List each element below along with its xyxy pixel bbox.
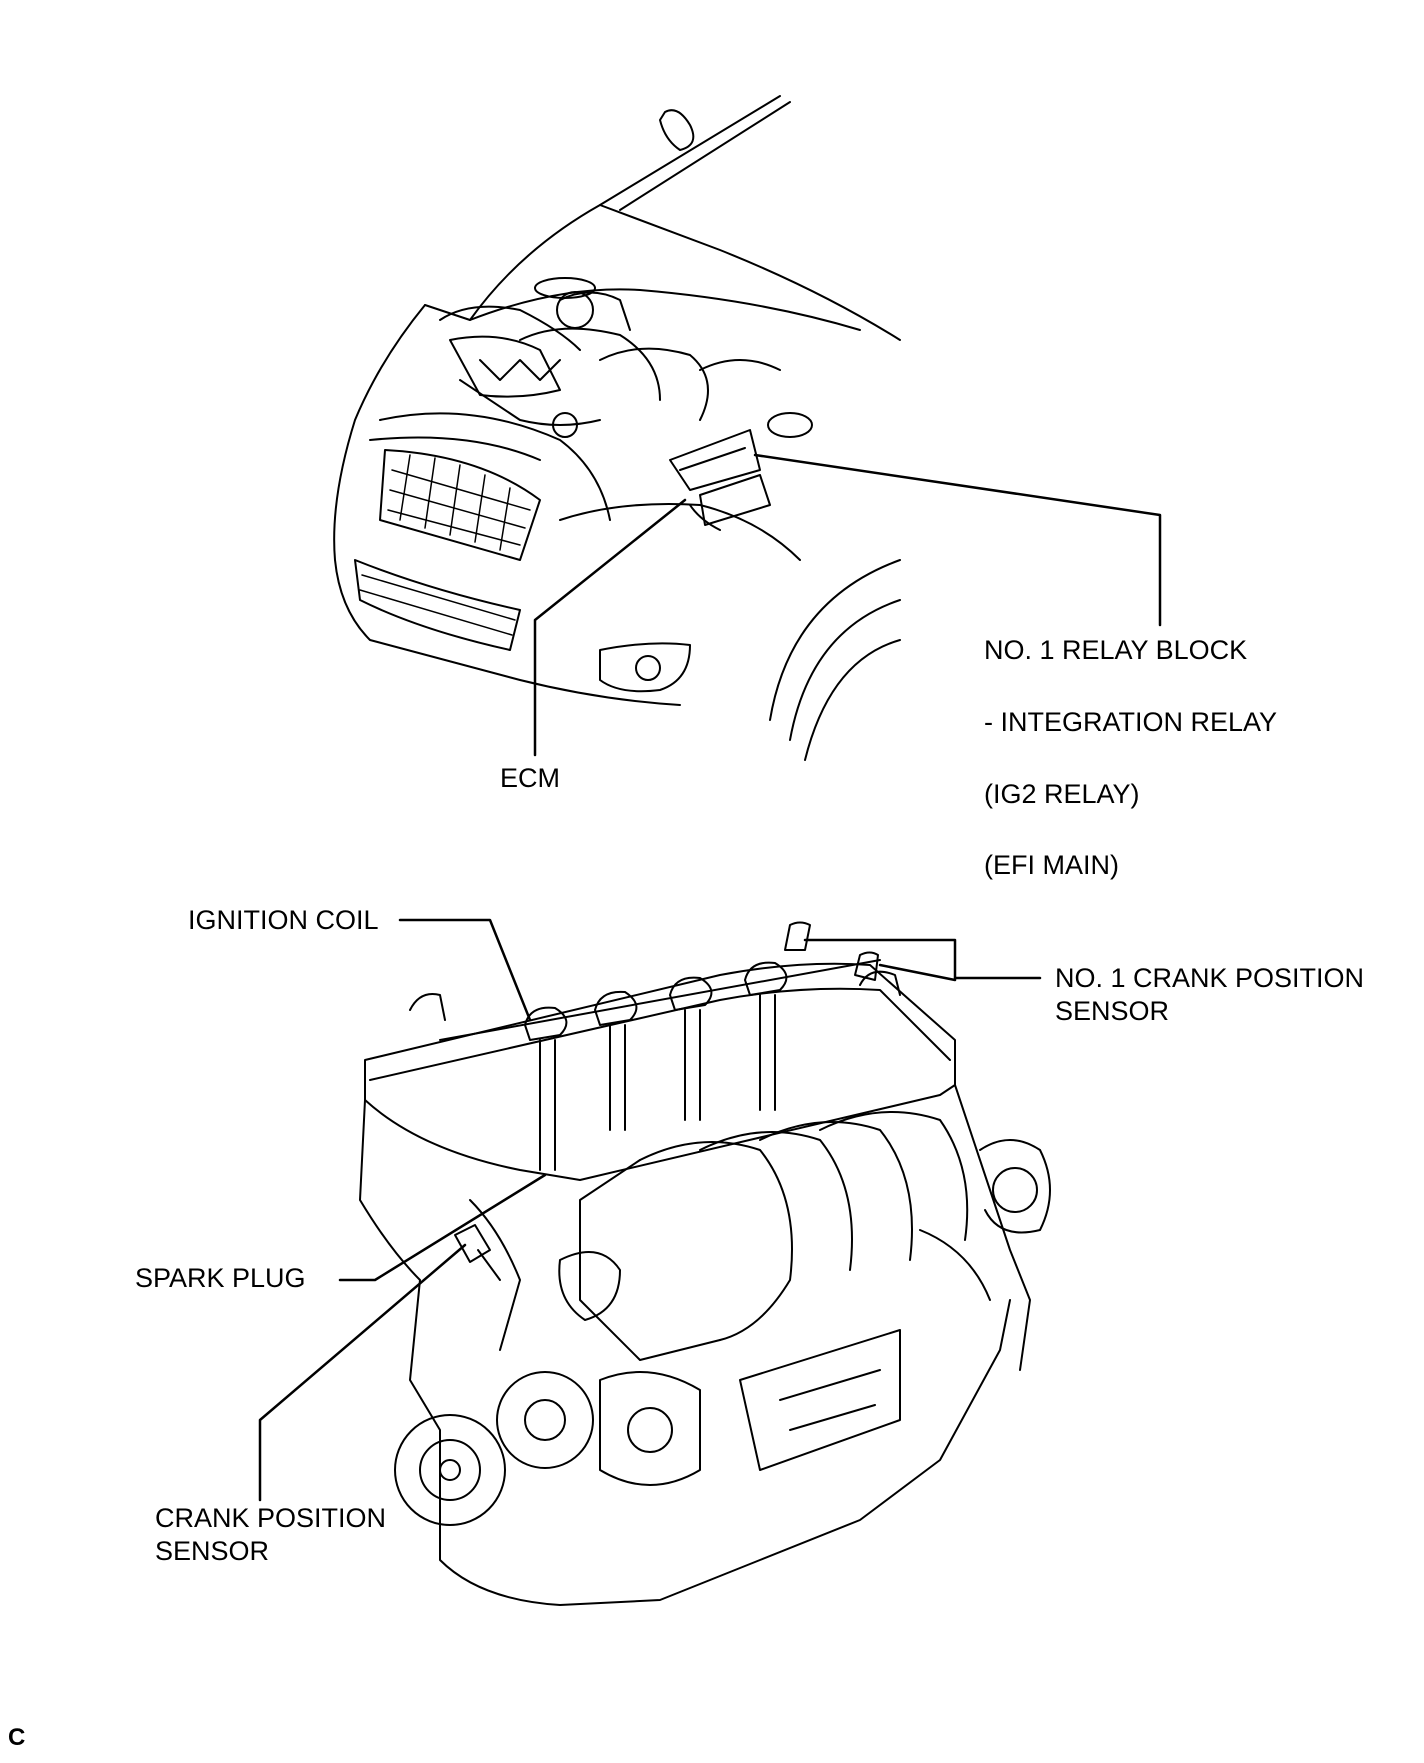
integration-relay-label: - INTEGRATION RELAY — [984, 707, 1278, 737]
corner-mark: C — [8, 1724, 26, 1751]
vehicle-front-illustration — [333, 95, 901, 761]
crank-position-sensor-label-line2: SENSOR — [155, 1536, 270, 1566]
water-pump-pulley — [496, 1371, 594, 1469]
no1-crank-sensor-leader — [803, 938, 1042, 982]
crank-sensor-leader — [258, 1243, 467, 1502]
ig2-relay-label: (IG2 RELAY) — [984, 779, 1140, 809]
relay-block-label: NO. 1 RELAY BLOCK — [984, 635, 1248, 665]
ecm-leader — [533, 498, 687, 757]
engine-illustration — [359, 921, 1051, 1606]
ignition-coils — [524, 961, 788, 1141]
grille-mesh — [387, 454, 531, 551]
ignition-coil-label: IGNITION COIL — [188, 905, 379, 935]
efi-main-label: (EFI MAIN) — [984, 850, 1119, 880]
relay-block-leader — [753, 453, 1162, 627]
spark-plug-label: SPARK PLUG — [135, 1263, 306, 1293]
no1-crank-position-sensor-label-line1: NO. 1 CRANK POSITION — [1055, 963, 1365, 993]
no1-crank-position-sensor-label-line2: SENSOR — [1055, 996, 1170, 1026]
ecm-label: ECM — [500, 763, 560, 793]
crank-position-sensor-label-line1: CRANK POSITION — [155, 1503, 387, 1533]
crank-pulley — [394, 1414, 506, 1526]
spark-plug-leader — [338, 1173, 547, 1282]
ignition-coil-leader — [398, 918, 532, 1022]
